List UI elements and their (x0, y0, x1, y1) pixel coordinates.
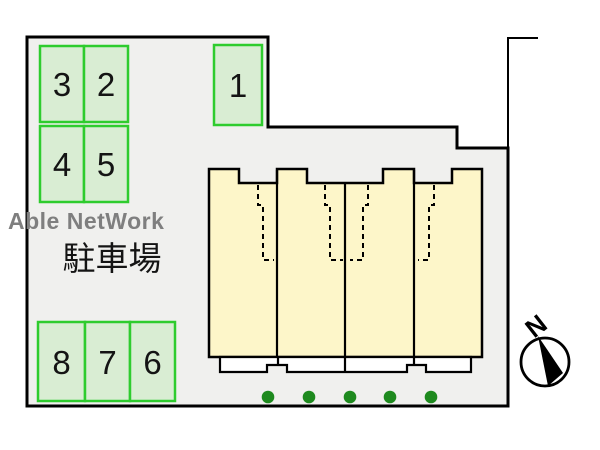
parking-space-2 (82, 44, 130, 124)
space-number: 2 (97, 66, 115, 103)
parking-group-upper-middle: 1 (212, 43, 264, 127)
space-number: 7 (98, 344, 116, 381)
unit-divider-lines (275, 170, 416, 356)
porch-divider-stubs (276, 357, 416, 372)
parking-space-1 (212, 43, 264, 127)
tree-dot (343, 390, 357, 404)
tree-dots (261, 390, 438, 404)
entrance-dash-unit-2 (324, 185, 343, 261)
tree-dot (261, 390, 275, 404)
space-number: 8 (52, 344, 70, 381)
building (207, 167, 484, 374)
parking-group-lower-left: 8 7 6 (36, 320, 177, 403)
space-number: 1 (229, 67, 247, 104)
parking-space-5 (82, 124, 130, 204)
parking-space-8 (36, 320, 87, 403)
space-number: 4 (53, 146, 71, 183)
tree-dot (424, 390, 438, 404)
tree-dot (302, 390, 316, 404)
parking-group-upper-left: 3 2 4 5 (38, 44, 130, 204)
compass: N (519, 308, 571, 388)
boundary-extension-line (507, 37, 538, 148)
tree-dot (383, 390, 397, 404)
entrance-dash-unit-3 (350, 185, 369, 261)
space-number: 5 (97, 146, 115, 183)
parking-space-6 (128, 320, 177, 403)
entrance-dash-unit-4 (418, 185, 435, 261)
space-number: 6 (143, 344, 161, 381)
parking-area-label: 駐車場 (63, 240, 162, 277)
compass-needle-icon (538, 336, 563, 386)
space-number: 3 (53, 66, 71, 103)
entrance-dash-unit-1 (257, 185, 274, 261)
watermark-label: Able NetWork (8, 208, 164, 234)
